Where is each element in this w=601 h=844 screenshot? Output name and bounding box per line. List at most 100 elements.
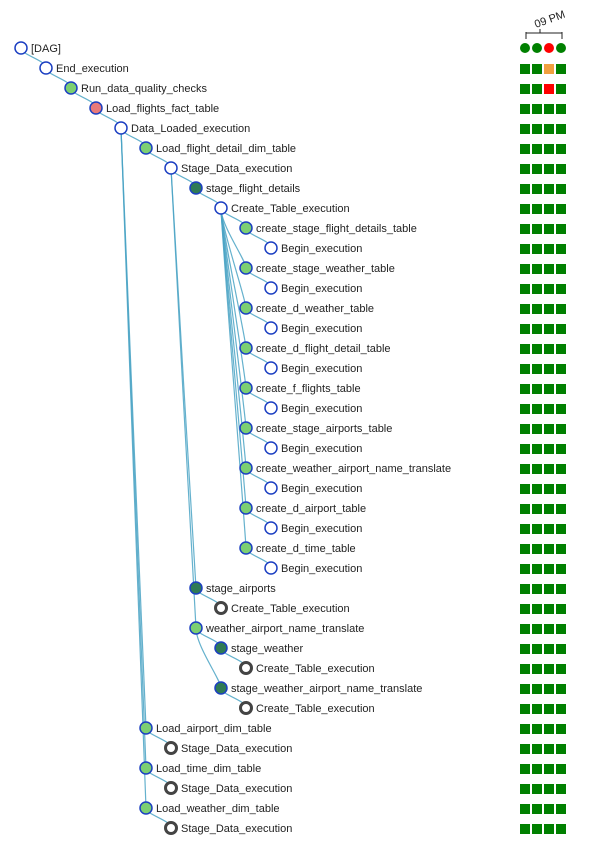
task-instance-cell[interactable] <box>544 824 554 834</box>
task-instance-cell[interactable] <box>556 404 566 414</box>
task-label[interactable]: Data_Loaded_execution <box>131 123 250 135</box>
task-instance-cell[interactable] <box>520 804 530 814</box>
task-node[interactable] <box>239 701 253 715</box>
task-instance-cell[interactable] <box>532 424 542 434</box>
task-label[interactable]: Create_Table_execution <box>256 703 375 715</box>
task-label[interactable]: create_stage_weather_table <box>256 263 395 275</box>
task-label[interactable]: Begin_execution <box>281 523 362 535</box>
task-instance-cell[interactable] <box>544 364 554 374</box>
task-instance-cell[interactable] <box>544 224 554 234</box>
task-instance-cell[interactable] <box>532 484 542 494</box>
task-instance-cell[interactable] <box>520 824 530 834</box>
task-instance-cell[interactable] <box>556 824 566 834</box>
task-instance-cell[interactable] <box>520 524 530 534</box>
task-instance-cell[interactable] <box>532 144 542 154</box>
task-instance-cell[interactable] <box>556 84 566 94</box>
task-label[interactable]: Begin_execution <box>281 403 362 415</box>
task-node[interactable] <box>239 301 253 315</box>
task-instance-cell[interactable] <box>544 184 554 194</box>
task-instance-cell[interactable] <box>520 564 530 574</box>
task-instance-cell[interactable] <box>520 364 530 374</box>
dag-run-circle[interactable] <box>556 43 566 53</box>
task-instance-cell[interactable] <box>544 244 554 254</box>
task-label[interactable]: weather_airport_name_translate <box>205 623 364 635</box>
task-instance-cell[interactable] <box>520 584 530 594</box>
task-instance-cell[interactable] <box>532 364 542 374</box>
task-instance-cell[interactable] <box>520 344 530 354</box>
task-instance-cell[interactable] <box>556 724 566 734</box>
task-label[interactable]: Create_Table_execution <box>231 203 350 215</box>
task-node[interactable] <box>89 101 103 115</box>
task-instance-cell[interactable] <box>532 724 542 734</box>
task-instance-cell[interactable] <box>532 344 542 354</box>
task-instance-cell[interactable] <box>544 504 554 514</box>
task-node[interactable] <box>164 821 178 835</box>
task-instance-cell[interactable] <box>556 804 566 814</box>
task-label[interactable]: create_d_time_table <box>256 543 356 555</box>
task-instance-cell[interactable] <box>556 164 566 174</box>
task-label[interactable]: Load_flight_detail_dim_table <box>156 143 296 155</box>
task-instance-cell[interactable] <box>544 204 554 214</box>
task-instance-cell[interactable] <box>532 404 542 414</box>
task-instance-cell[interactable] <box>532 644 542 654</box>
task-instance-cell[interactable] <box>532 164 542 174</box>
task-instance-cell[interactable] <box>532 524 542 534</box>
task-instance-cell[interactable] <box>556 484 566 494</box>
task-label[interactable]: Load_airport_dim_table <box>156 723 272 735</box>
task-label[interactable]: Create_Table_execution <box>256 663 375 675</box>
task-instance-cell[interactable] <box>556 764 566 774</box>
task-node[interactable] <box>264 401 278 415</box>
task-instance-cell[interactable] <box>544 804 554 814</box>
task-instance-cell[interactable] <box>532 124 542 134</box>
task-node[interactable] <box>239 541 253 555</box>
task-node[interactable] <box>139 721 153 735</box>
task-instance-cell[interactable] <box>532 244 542 254</box>
task-node[interactable] <box>239 461 253 475</box>
task-node[interactable] <box>14 41 28 55</box>
task-instance-cell[interactable] <box>532 224 542 234</box>
task-node[interactable] <box>64 81 78 95</box>
task-instance-cell[interactable] <box>520 464 530 474</box>
task-node[interactable] <box>264 481 278 495</box>
task-instance-cell[interactable] <box>544 84 554 94</box>
task-node[interactable] <box>214 601 228 615</box>
task-instance-cell[interactable] <box>544 344 554 354</box>
task-instance-cell[interactable] <box>520 444 530 454</box>
task-instance-cell[interactable] <box>556 424 566 434</box>
dag-run-circle[interactable] <box>532 43 542 53</box>
task-label[interactable]: stage_airports <box>206 583 276 595</box>
task-instance-cell[interactable] <box>520 84 530 94</box>
task-instance-cell[interactable] <box>544 584 554 594</box>
task-label[interactable]: Begin_execution <box>281 323 362 335</box>
task-instance-cell[interactable] <box>544 704 554 714</box>
task-instance-cell[interactable] <box>556 324 566 334</box>
task-instance-cell[interactable] <box>532 324 542 334</box>
task-instance-cell[interactable] <box>520 224 530 234</box>
task-instance-cell[interactable] <box>556 784 566 794</box>
task-instance-cell[interactable] <box>532 104 542 114</box>
task-label[interactable]: Stage_Data_execution <box>181 823 292 835</box>
task-node[interactable] <box>164 741 178 755</box>
task-instance-cell[interactable] <box>544 104 554 114</box>
task-instance-cell[interactable] <box>520 684 530 694</box>
task-node[interactable] <box>239 501 253 515</box>
task-label[interactable]: create_stage_flight_details_table <box>256 223 417 235</box>
task-label[interactable]: stage_flight_details <box>206 183 301 195</box>
task-instance-cell[interactable] <box>520 204 530 214</box>
task-instance-cell[interactable] <box>520 184 530 194</box>
task-instance-cell[interactable] <box>544 404 554 414</box>
task-instance-cell[interactable] <box>544 544 554 554</box>
task-instance-cell[interactable] <box>532 684 542 694</box>
task-instance-cell[interactable] <box>556 184 566 194</box>
task-instance-cell[interactable] <box>556 224 566 234</box>
task-instance-cell[interactable] <box>556 704 566 714</box>
task-instance-cell[interactable] <box>532 464 542 474</box>
task-instance-cell[interactable] <box>556 304 566 314</box>
task-instance-cell[interactable] <box>556 284 566 294</box>
task-node[interactable] <box>139 761 153 775</box>
task-instance-cell[interactable] <box>556 584 566 594</box>
task-instance-cell[interactable] <box>556 264 566 274</box>
task-instance-cell[interactable] <box>556 744 566 754</box>
task-label[interactable]: Begin_execution <box>281 443 362 455</box>
dag-run-circle[interactable] <box>520 43 530 53</box>
